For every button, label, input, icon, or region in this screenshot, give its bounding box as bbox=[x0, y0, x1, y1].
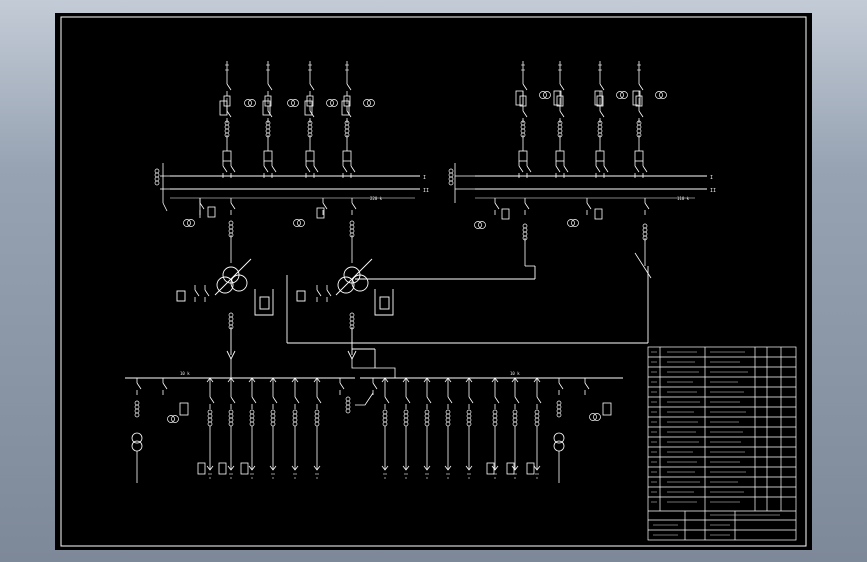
mv-bus-left-label: 10 k bbox=[180, 371, 190, 376]
bus-label-ii-right: II bbox=[710, 188, 716, 194]
hv-right-bus-voltage-label: 110 k bbox=[677, 196, 690, 201]
title-block bbox=[647, 346, 797, 541]
bus-label-ii: II bbox=[423, 188, 429, 194]
hv-left-section: I II 220 k bbox=[154, 61, 429, 263]
bus-label-i-right: I bbox=[710, 175, 713, 181]
main-transformers bbox=[176, 258, 649, 368]
drawing-border bbox=[60, 16, 807, 547]
mv-bus-right-label: 10 k bbox=[510, 371, 520, 376]
drawing-sheet: I II 220 k bbox=[55, 13, 812, 550]
hv-right-section: I II 110 k bbox=[448, 61, 716, 279]
mv-section: 10 k 10 k bbox=[125, 359, 623, 483]
hv-bus-voltage-label: 220 k bbox=[370, 196, 383, 201]
bus-label-i: I bbox=[423, 175, 426, 181]
single-line-diagram: I II 220 k bbox=[60, 16, 807, 547]
